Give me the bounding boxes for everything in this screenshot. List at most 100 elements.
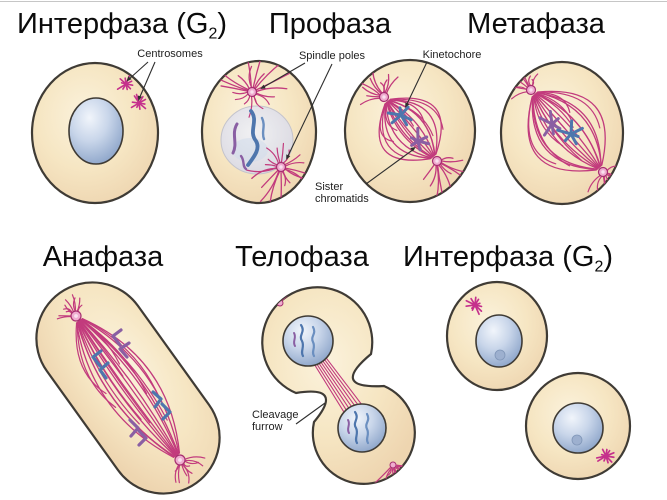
spindle-fiber [389, 99, 438, 156]
annotation-arrows [126, 61, 428, 425]
centrosome-dot [137, 101, 141, 105]
astral-fiber [440, 159, 464, 163]
chromosome-thread-purple [293, 332, 296, 347]
centrosome-star [139, 98, 147, 104]
chromosome-v-purple [128, 418, 140, 438]
centrosome-star [116, 83, 126, 90]
chromosome-v-purple [111, 328, 123, 347]
astral-fiber [265, 290, 278, 302]
centrosome-star [475, 305, 483, 312]
spindle-pole-center [601, 170, 605, 174]
phase-title-anaphase: Анафаза [42, 241, 164, 273]
spindle-fiber [280, 142, 285, 164]
centrosome-star [470, 297, 476, 305]
centrosome-star [606, 455, 615, 459]
centrosome-dot [472, 302, 478, 308]
spindle-fiber [531, 95, 598, 171]
cell-membrane [35, 281, 221, 495]
chromosome-thread-blue [311, 325, 316, 358]
astral-fiber [366, 95, 381, 98]
arrowhead [137, 95, 142, 101]
cell-interphase-start [30, 61, 160, 205]
daughter-nucleus [337, 403, 387, 453]
kinetochore-chromosome-blue [400, 114, 409, 127]
title-text: ) [603, 241, 613, 273]
cell-prophase [200, 59, 318, 205]
spindle-pole-center [279, 165, 283, 169]
spindle-fiber [75, 322, 107, 395]
metaphase-chromosome-purple [551, 123, 562, 131]
metaphase-chromosome-blue [570, 126, 584, 135]
astral-fiber [429, 164, 437, 187]
astral-fiber [511, 91, 528, 100]
centrosome-star [606, 451, 615, 457]
midbody-fiber [317, 353, 362, 415]
label-cleavage-furrow: Cleavage furrow [252, 409, 299, 433]
title-text: ) [217, 8, 227, 40]
chromosome-thread-blue [353, 410, 359, 445]
label-sister-chromatids: Sister chromatids [315, 181, 369, 205]
centrosomes-pair [116, 75, 147, 111]
spindle-fiber [283, 154, 301, 166]
spindle-fiber [253, 73, 265, 90]
astral-fiber [369, 77, 383, 95]
spindle-fiber [533, 94, 600, 169]
phase-title-metaphase: Метафаза [467, 8, 605, 40]
midbody-fiber [310, 358, 351, 423]
centrosome-star [122, 84, 127, 90]
spindle-fiber [535, 92, 573, 123]
label-kinetochore: Kinetochore [422, 49, 482, 61]
spindle-fiber [76, 321, 117, 409]
spindle-fiber [79, 319, 121, 365]
centrosome-star [125, 84, 129, 91]
chromosome-v-blue [151, 390, 163, 409]
spindle-fiber [385, 102, 433, 159]
arrowhead [286, 154, 291, 160]
top-border-line [0, 1, 667, 2]
chromosome-thread-blue [299, 323, 305, 358]
spindle-fiber [259, 169, 280, 203]
spindle-fiber [386, 101, 434, 158]
centrosome-star [465, 304, 475, 308]
chromosome-v-purple [137, 429, 148, 447]
centrosome-star [131, 101, 139, 104]
phase-title-prophase: Профаза [268, 8, 392, 40]
centrosomes-arrow [127, 61, 149, 81]
spindle-fiber [79, 320, 178, 456]
spindle-fiber [385, 102, 433, 159]
metaphase-chromosome-blue [570, 132, 580, 138]
centrosome-star [474, 296, 477, 305]
spindle-pole-center [382, 95, 386, 99]
spindle-fiber [80, 319, 148, 395]
centrosome-star [138, 95, 144, 103]
spindle-fiber [381, 103, 405, 158]
chromosome-v-blue [160, 402, 172, 421]
spindle-fiber [384, 102, 432, 159]
chromosome-v-purple [118, 341, 131, 359]
centrosome-dot [603, 453, 609, 459]
astral-fiber [372, 71, 384, 94]
spindle-fiber [388, 100, 434, 137]
astral-fiber [264, 296, 277, 303]
phase-title-telophase: Телофаза [235, 241, 369, 273]
spindle-poles-arrow [261, 62, 306, 89]
chromosome-thread-blue [365, 412, 370, 445]
centrosome-star [465, 299, 475, 306]
centrosome-star [120, 82, 126, 85]
astral-fiber [422, 163, 436, 181]
spindle-fiber [528, 96, 557, 165]
astral-fiber [587, 174, 602, 193]
centrosome-star [119, 77, 126, 84]
spindle-fiber [387, 100, 435, 157]
chromosome-thread-purple [239, 154, 248, 171]
kinetochore-chromosome-blue [390, 114, 402, 125]
astral-fiber [385, 76, 399, 95]
arrowhead [126, 76, 132, 82]
spindle-fiber [220, 85, 249, 92]
aster-center [389, 461, 397, 469]
spindle-fiber [266, 147, 280, 165]
condensing-chromosomes [231, 109, 266, 171]
spindle-fibers [213, 61, 314, 203]
midbody-fiber [320, 350, 367, 411]
